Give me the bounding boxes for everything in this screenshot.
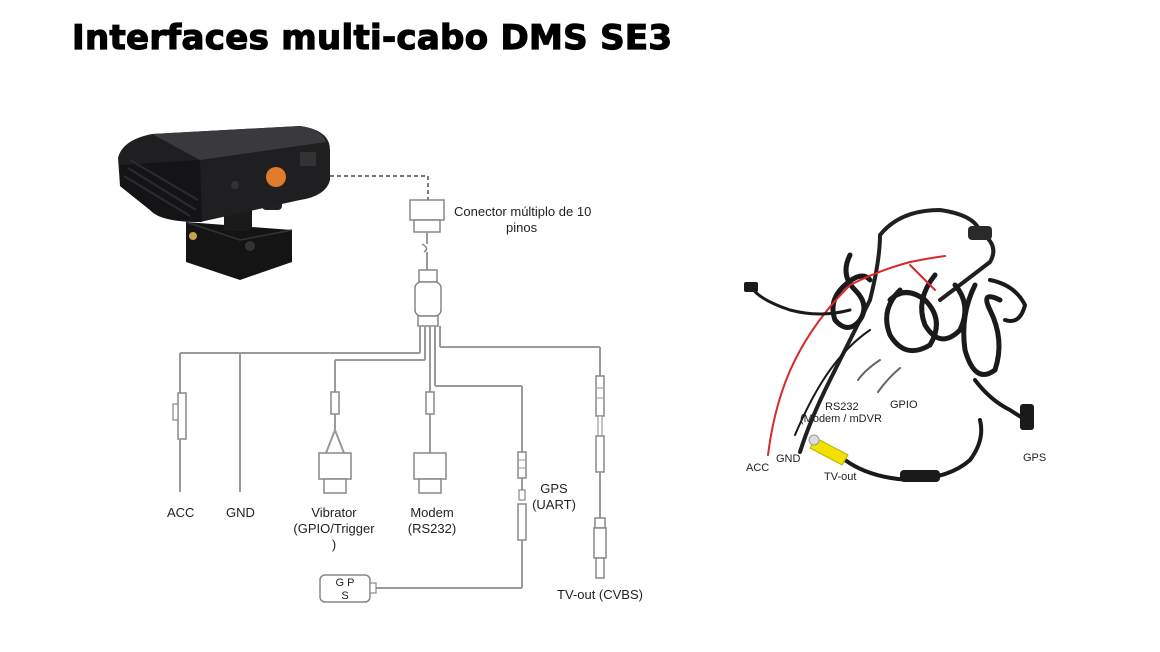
cable-photo xyxy=(744,207,1034,483)
connector-label-line2: pinos xyxy=(506,220,538,235)
gps-module-label-line1: G P xyxy=(336,577,355,589)
dashed-link xyxy=(288,175,429,200)
page-title: Interfaces multi-cabo DMS SE3 xyxy=(71,17,673,58)
modem-label-line2: (RS232) xyxy=(408,521,456,536)
photo-acc-label: ACC xyxy=(746,462,769,474)
gps-label-line1: GPS xyxy=(540,481,568,496)
photo-rs232-label-line1: RS232 xyxy=(825,401,859,413)
gps-label-line2: (UART) xyxy=(532,497,576,512)
photo-rs232-label-line2: (Modem / mDVR xyxy=(800,413,882,425)
modem-label-line1: Modem xyxy=(410,505,453,520)
connector-port-highlight xyxy=(266,167,286,187)
vibrator-label-line2: (GPIO/Trigger xyxy=(293,521,375,536)
dms-device-image xyxy=(118,126,330,280)
tvout-label: TV-out (CVBS) xyxy=(557,587,643,602)
gnd-label: GND xyxy=(226,505,255,520)
gps-module-label-line2: S xyxy=(341,590,348,602)
connector-label-line1: Conector múltiplo de 10 xyxy=(454,204,591,219)
photo-gps-label: GPS xyxy=(1023,452,1046,464)
acc-label: ACC xyxy=(167,505,194,520)
wiring-diagram xyxy=(172,199,607,603)
photo-tvout-label: TV-out xyxy=(824,471,856,483)
vibrator-label-line3: ) xyxy=(332,537,336,552)
photo-gpio-label: GPIO xyxy=(890,399,918,411)
photo-gnd-label: GND xyxy=(776,453,801,465)
vibrator-label-line1: Vibrator xyxy=(311,505,357,520)
